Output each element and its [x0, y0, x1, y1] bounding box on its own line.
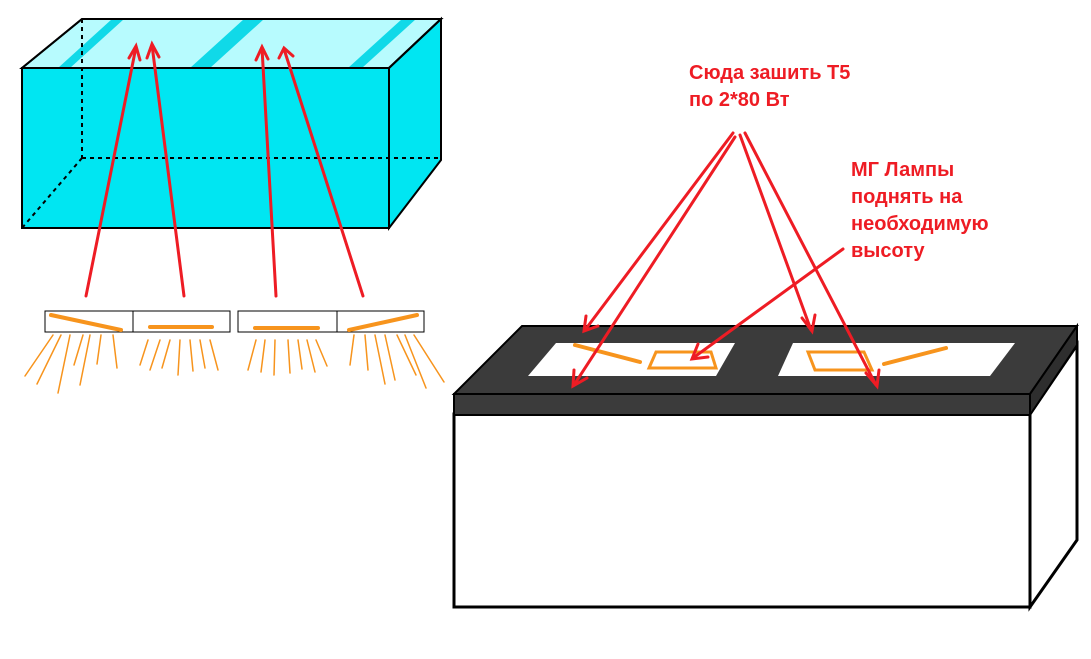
arrow-pointer-icon-head — [582, 314, 600, 334]
t5-annotation-line: по 2*80 Вт — [689, 89, 790, 111]
arrow-pointer-icon — [691, 247, 845, 360]
mg-annotation-line: необходимую — [851, 213, 989, 235]
arrow-pointer-icon-head — [800, 313, 817, 335]
aquarium-box — [19, 16, 444, 231]
t5-annotation-label: Сюда зашить Т5 по 2*80 Вт — [689, 60, 850, 114]
arrow-up-icon-head — [127, 42, 142, 62]
mg-annotation-line: поднять на — [851, 186, 963, 208]
arrow-up-icon-head — [254, 43, 270, 62]
mg-annotation-line: МГ Лампы — [851, 159, 955, 181]
arrow-pointer-icon-head — [864, 368, 881, 390]
arrow-up-icon — [282, 47, 365, 298]
aquarium-glare-stripe — [58, 19, 124, 68]
pointer-arrows — [571, 131, 881, 390]
aquarium-front-face — [21, 67, 390, 229]
mh-lamp-reflector — [646, 350, 719, 370]
t5-annotation-line: Сюда зашить Т5 — [689, 62, 851, 84]
arrow-pointer-icon — [743, 131, 878, 387]
lamp-tube — [49, 313, 123, 332]
arrow-pointer-icon — [583, 131, 735, 332]
aquarium-glare-stripe — [190, 19, 264, 68]
arrow-up-icon-head — [145, 40, 161, 60]
arrow-pointer-icon — [572, 135, 737, 387]
lamp-tube — [347, 313, 419, 332]
mh-lamp-reflector — [805, 350, 875, 372]
lamp-reflector-group — [24, 310, 445, 394]
canopy-frame-side — [1029, 322, 1078, 419]
mg-annotation-label: МГ Лампы поднять на необходимую высоту — [851, 157, 989, 265]
t5-lamp-tube — [573, 343, 642, 364]
aquarium-with-canopy — [451, 322, 1079, 612]
arrow-up-icon-head — [277, 45, 295, 60]
arrow-pointer-icon-head — [571, 368, 589, 389]
light-direction-arrows — [84, 40, 365, 298]
arrow-up-icon — [260, 46, 278, 298]
arrow-pointer-icon — [738, 133, 813, 332]
mg-annotation-line: высоту — [851, 240, 925, 262]
arrow-up-icon — [84, 45, 138, 298]
arrow-pointer-icon-head — [689, 342, 710, 361]
t5-lamp-tube — [882, 346, 948, 366]
light-rays — [24, 334, 445, 394]
arrow-up-icon — [150, 43, 186, 298]
aquarium-top-outline — [19, 18, 444, 69]
aquarium-glare-stripe — [348, 19, 416, 68]
tank-front-face — [452, 412, 1032, 609]
canopy-frame-front — [453, 393, 1031, 416]
